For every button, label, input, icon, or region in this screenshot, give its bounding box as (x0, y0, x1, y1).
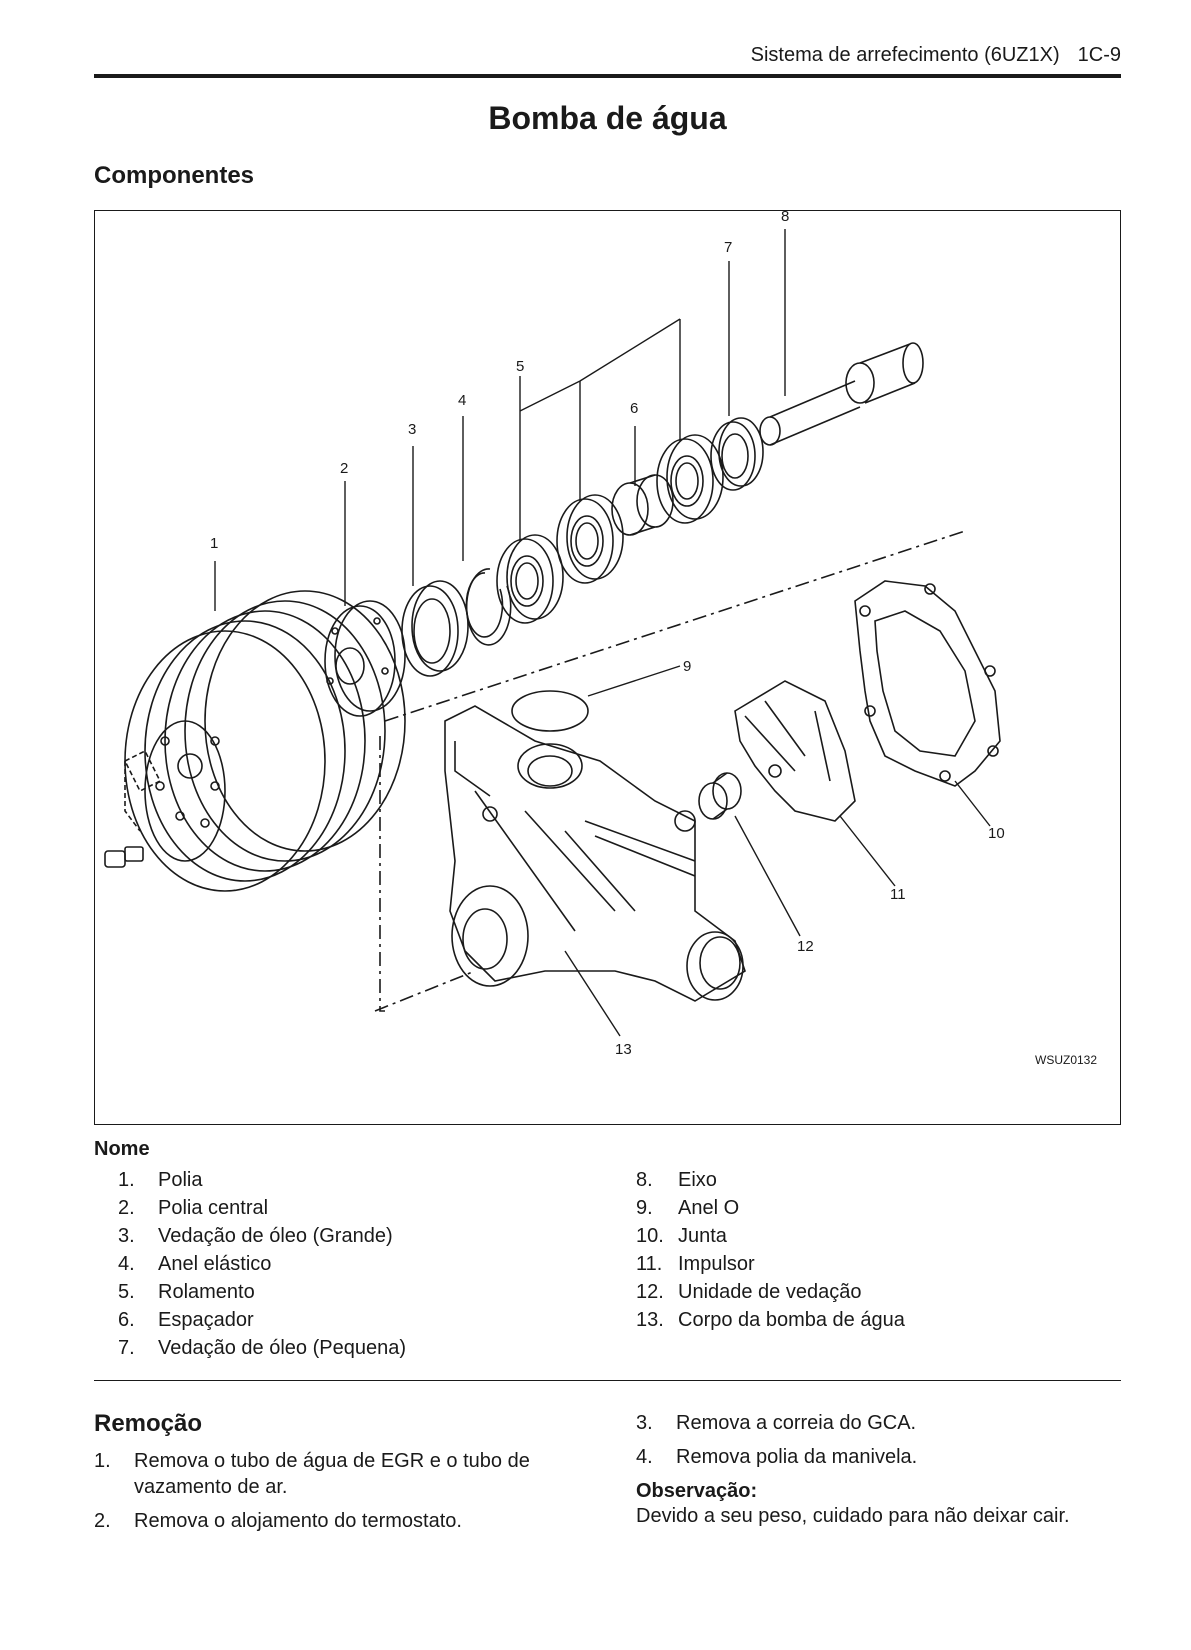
removal-steps-left: 1.Remova o tubo de água de EGR e o tubo … (94, 1448, 582, 1542)
callout-2: 2 (340, 460, 348, 477)
components-heading: Componentes (94, 162, 255, 189)
oil-seal-small (710, 417, 764, 491)
removal-heading: Remoção (94, 1410, 203, 1437)
callout-labels: 1 2 3 4 5 6 7 8 9 10 11 12 13 WSUZ0132 (210, 211, 1097, 1067)
step-item: 1.Remova o tubo de água de EGR e o tubo … (94, 1450, 530, 1498)
list-item: 8.Eixo (636, 1169, 717, 1191)
page-title: Bomba de água (488, 100, 727, 136)
seal-unit (698, 772, 742, 820)
list-item: 4.Anel elástico (118, 1253, 272, 1275)
callout-5: 5 (516, 358, 524, 375)
list-item: 9.Anel O (636, 1197, 740, 1219)
list-item: 7.Vedação de óleo (Pequena) (118, 1337, 406, 1359)
axis-line-lower (379, 736, 385, 1012)
step-item: 3.Remova a correia do GCA. (636, 1412, 917, 1434)
callout-10: 10 (988, 825, 1005, 842)
gasket (854, 580, 1001, 787)
page-number: 1C-9 (1077, 44, 1121, 66)
list-item: 6.Espaçador (118, 1309, 254, 1331)
header-rule (94, 74, 1121, 78)
callout-12: 12 (797, 938, 814, 955)
impeller (734, 680, 856, 822)
name-heading: Nome (94, 1138, 150, 1160)
step-item: 2.Remova o alojamento do termostato. (94, 1510, 462, 1532)
leader-lines (214, 229, 991, 1037)
snap-ring (465, 568, 512, 646)
list-item: 5.Rolamento (118, 1281, 255, 1303)
axis-line (384, 530, 966, 722)
axis-line (374, 970, 476, 1012)
callout-6: 6 (630, 400, 638, 417)
list-item: 11.Impulsor (636, 1253, 755, 1275)
list-item: 12.Unidade de vedação (636, 1281, 862, 1303)
callout-11: 11 (890, 886, 906, 903)
bearing-3 (656, 434, 724, 524)
bearing-2 (556, 494, 624, 584)
list-item: 3.Vedação de óleo (Grande) (118, 1225, 393, 1247)
figure-code: WSUZ0132 (1035, 1053, 1097, 1067)
callout-3: 3 (408, 421, 416, 438)
pump-body (444, 705, 746, 1002)
removal-steps-right: 3.Remova a correia do GCA. 4.Remova poli… (636, 1410, 1121, 1529)
shaft (759, 342, 924, 446)
callout-4: 4 (458, 392, 466, 409)
section-title: Sistema de arrefecimento (6UZ1X) (750, 44, 1060, 66)
running-header: Sistema de arrefecimento (6UZ1X) 1C-9 (94, 44, 1121, 74)
list-item: 10.Junta (636, 1225, 727, 1247)
o-ring (511, 690, 589, 732)
spacer (611, 474, 674, 536)
section-divider (94, 1380, 1121, 1381)
center-pulley (324, 600, 406, 717)
step-item: 4.Remova polia da manivela. (636, 1446, 918, 1468)
callout-13: 13 (615, 1041, 632, 1058)
note-text: Devido a seu peso, cuidado para não deix… (636, 1505, 1070, 1527)
parts-list-right: 8.Eixo 9.Anel O 10.Junta 11.Impulsor 12.… (636, 1166, 905, 1334)
water-pump-exploded-view: 1 2 3 4 5 6 7 8 9 10 11 12 13 WSUZ0132 (104, 211, 1097, 1067)
exploded-diagram: 1 2 3 4 5 6 7 8 9 10 11 12 13 WSUZ0132 (94, 210, 1121, 1125)
list-item: 2.Polia central (118, 1197, 269, 1219)
list-item: 1.Polia (118, 1169, 203, 1191)
oil-seal-large (401, 580, 469, 677)
callout-1: 1 (210, 535, 218, 552)
bearing-1 (496, 534, 564, 624)
pulley (124, 590, 406, 892)
callout-9: 9 (683, 658, 691, 675)
pulley-bolt (104, 846, 144, 868)
note-heading: Observação: (636, 1480, 758, 1502)
parts-list-left: 1.Polia 2.Polia central 3.Vedação de óle… (118, 1166, 406, 1362)
list-item: 13.Corpo da bomba de água (636, 1309, 905, 1331)
callout-8: 8 (781, 211, 789, 225)
callout-7: 7 (724, 239, 732, 256)
